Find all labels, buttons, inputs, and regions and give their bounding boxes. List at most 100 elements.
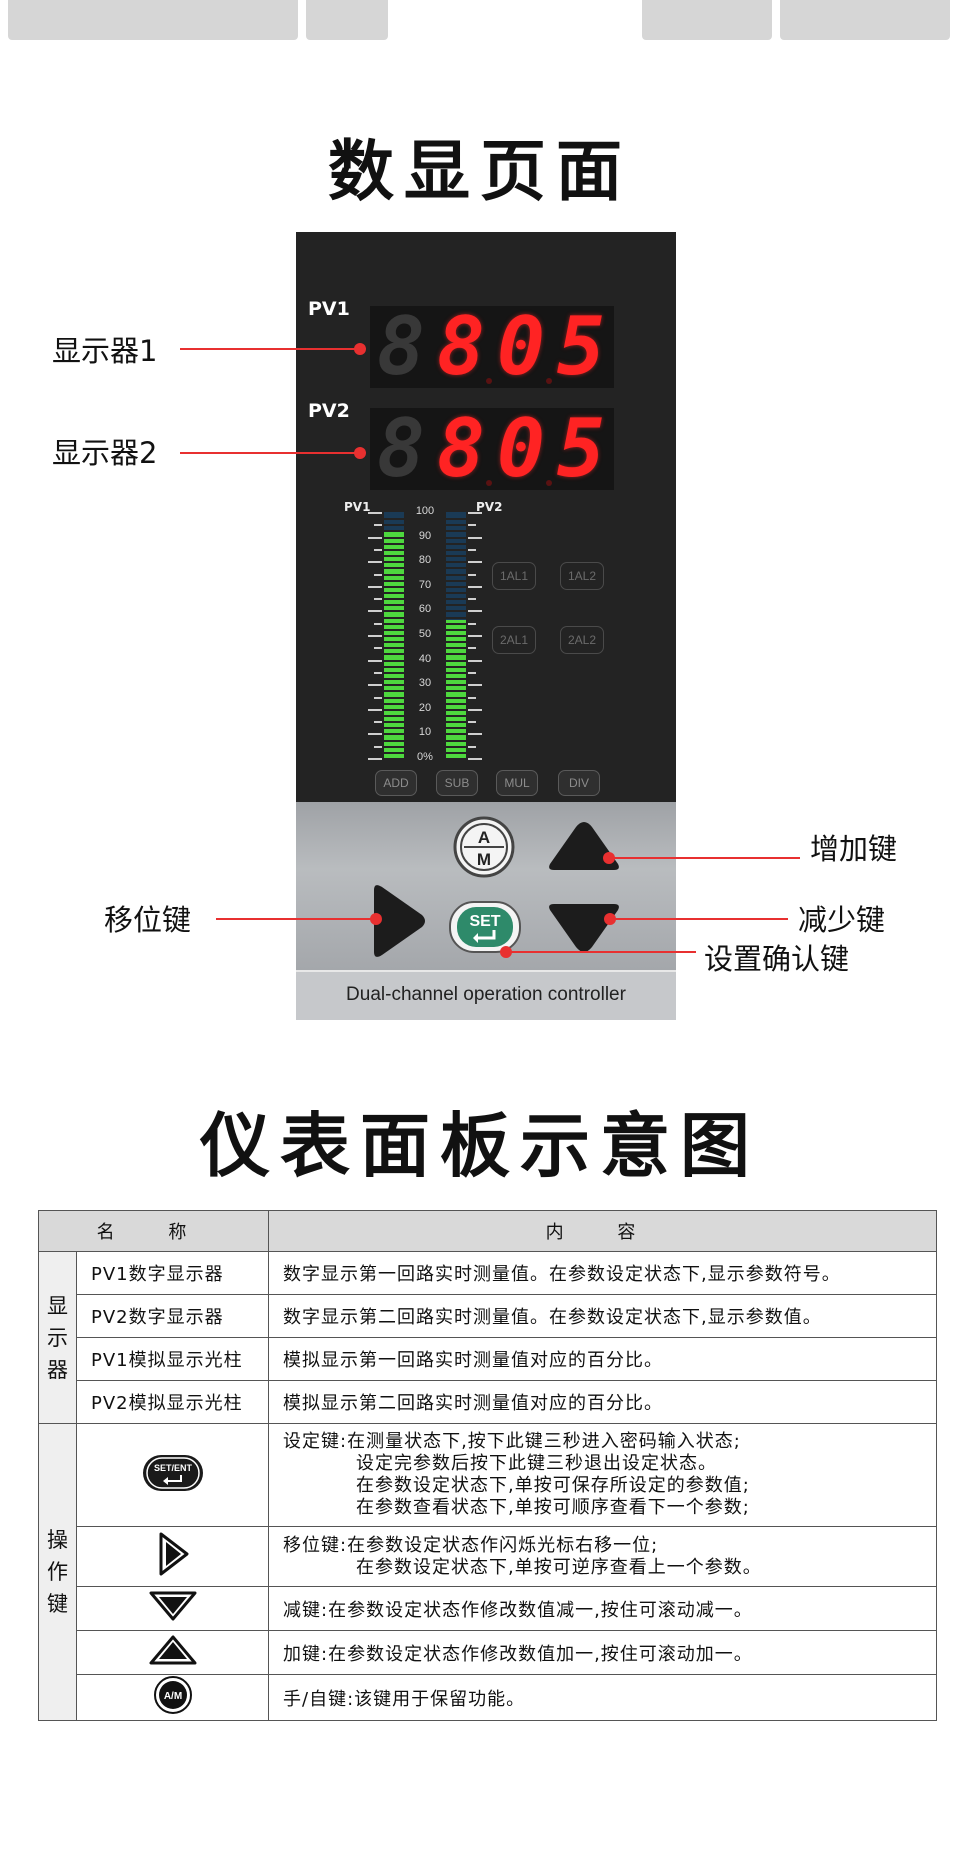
bar-segment-gap [446, 665, 466, 668]
scale-minor-tick [374, 622, 382, 625]
bar-segment-gap [446, 555, 466, 558]
callout-set-confirm: 设置确认键 [704, 942, 850, 976]
bar-segment-gap [384, 739, 404, 742]
display-area: PV1 8 8 0 5 PV2 8 8 0 5 PV1 PV2 [296, 232, 676, 802]
bar-segment-gap [446, 591, 466, 594]
controller-panel: PV1 8 8 0 5 PV2 8 8 0 5 PV1 PV2 [296, 232, 676, 1020]
scale-label: 0% [417, 751, 433, 763]
set-ent-label: SET/ENT [153, 1463, 192, 1473]
scale-minor-tick [468, 548, 476, 551]
sub-button[interactable]: SUB [436, 770, 478, 796]
scale-tick [468, 512, 482, 514]
scale-tick [368, 758, 382, 760]
callout-line [216, 918, 376, 920]
header-content: 内 容 [268, 1210, 938, 1252]
callout-dot [354, 447, 366, 459]
scale-minor-tick [374, 745, 382, 748]
bar-segment-gap [446, 684, 466, 687]
indicator-2al2: 2AL2 [560, 626, 604, 654]
bar-segment-gap [384, 610, 404, 613]
bar-segment-gap [446, 536, 466, 539]
callout-dot [603, 852, 615, 864]
bar-segment-gap [384, 745, 404, 748]
keypad: A M SET [296, 802, 676, 970]
scale-label: 30 [418, 677, 432, 690]
bar-segment-gap [446, 635, 466, 637]
scale-minor-tick [374, 548, 382, 551]
shift-right-key-icon [159, 1532, 188, 1576]
bar-segment-gap [384, 579, 404, 582]
scale-label: 60 [418, 603, 432, 616]
scale-tick [468, 684, 482, 687]
shift-key[interactable] [368, 882, 428, 960]
bar-segment-gap [446, 579, 466, 582]
callout-decrease: 减少键 [798, 903, 886, 937]
icon-cell [75, 1630, 270, 1675]
scale-minor-tick [374, 573, 382, 576]
pv1-label: PV1 [308, 298, 350, 320]
row-desc: 模拟显示第二回路实时测量值对应的百分比。 [268, 1380, 938, 1424]
indicator-2al1: 2AL1 [492, 626, 536, 654]
row-name: PV1模拟显示光柱 [75, 1337, 270, 1381]
callout-line [180, 348, 358, 350]
pv2-digit: 0 [496, 402, 546, 495]
strip-block [780, 0, 950, 40]
bar-segment-gap [384, 641, 404, 644]
bar-segment-gap [446, 727, 466, 730]
nameplate-text: Dual-channel operation controller [346, 984, 626, 1005]
callout-dot [500, 946, 512, 958]
scale-tick [468, 635, 482, 637]
callout-dot [354, 343, 366, 355]
bar-segment-gap [446, 678, 466, 681]
bar-segment-gap [384, 708, 404, 711]
scale-label: 40 [418, 652, 432, 665]
callout-display2: 显示器2 [52, 436, 158, 470]
bar-segment-gap [446, 714, 466, 717]
bar-segment-gap [384, 567, 404, 570]
div-button[interactable]: DIV [558, 770, 600, 796]
scale-tick [368, 733, 382, 736]
scale-tick [368, 610, 382, 613]
down-key[interactable] [544, 898, 624, 956]
right-triangle-icon [374, 885, 425, 957]
mul-button[interactable]: MUL [496, 770, 538, 796]
bar-segment-gap [446, 518, 466, 521]
bar-segment-gap [384, 524, 404, 527]
bar-segment-gap [384, 696, 404, 699]
pv2-digit-off: 8 [376, 402, 426, 495]
bar-segment-gap [446, 708, 466, 711]
scale-tick [468, 585, 482, 588]
icon-cell [75, 1586, 270, 1631]
bar-segment-gap [384, 714, 404, 717]
scale-tick [468, 536, 482, 539]
down-key-icon [149, 1591, 196, 1621]
up-key[interactable] [544, 818, 624, 876]
row-desc: 减键:在参数设定状态作修改数值减一,按住可滚动减一。 [268, 1586, 938, 1631]
set-key-label: SET [469, 913, 500, 930]
scale-minor-tick [374, 647, 382, 650]
scale-minor-tick [468, 647, 476, 650]
pv1-digital-display: 8 8 0 5 [370, 306, 614, 388]
bar-segment-gap [446, 696, 466, 699]
set-key[interactable]: SET [448, 900, 522, 954]
scale-label: 10 [418, 726, 432, 739]
am-label: A/M [163, 1691, 181, 1702]
scale-minor-tick [374, 524, 382, 527]
icon-cell: A/M [75, 1674, 270, 1721]
bar-segment-gap [446, 530, 466, 533]
desc-line: 在参数设定状态下,单按可保存所设定的参数值; [356, 1475, 750, 1496]
bar-segment-gap [446, 721, 466, 724]
indicator-1al2: 1AL2 [560, 562, 604, 590]
table-row: A/M 手/自键:该键用于保留功能。 [39, 1674, 938, 1721]
add-button[interactable]: ADD [375, 770, 417, 796]
scale-tick [468, 561, 482, 564]
bar-segment-gap [446, 702, 466, 705]
bar-segment-gap [446, 628, 466, 631]
set-ent-key-icon: SET/ENT [142, 1454, 203, 1491]
bar-segment-gap [384, 690, 404, 693]
pv1-bar-fill [384, 531, 404, 758]
down-triangle-icon [549, 904, 619, 952]
bar-segment-gap [384, 678, 404, 681]
icon-cell: SET/ENT [75, 1423, 270, 1527]
am-key[interactable]: A M [448, 816, 520, 878]
